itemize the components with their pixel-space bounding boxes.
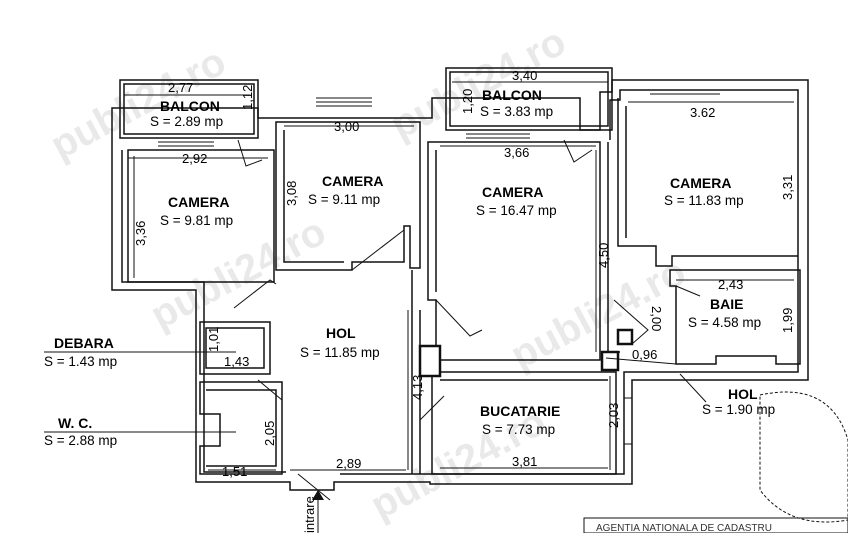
dim-4-50: 4,50: [596, 243, 611, 268]
bucatarie-walls: [431, 371, 617, 475]
dim-1-43: 1,43: [224, 354, 249, 369]
wc-walls: [199, 381, 283, 475]
arrow-up-icon: [312, 490, 324, 500]
dim-2-05: 2,05: [262, 421, 277, 446]
baie-area: S = 4.58 mp: [688, 315, 761, 330]
entrance-label: intrare: [302, 496, 317, 533]
camera-2-area: S = 9.11 mp: [308, 192, 380, 207]
dim-2-03: 2,03: [606, 403, 621, 428]
debara-walls: [199, 321, 271, 375]
balcony-left-inner: [123, 83, 255, 135]
debara-name: DEBARA: [54, 335, 114, 351]
wc-inner: [206, 389, 277, 467]
dim-2-43: 2,43: [718, 277, 743, 292]
debara-inner: [205, 327, 265, 369]
column-2: [600, 350, 620, 372]
cadastre-stamp: AGENTIA NATIONALA DE CADASTRU: [583, 391, 848, 533]
dim-2-89: 2,89: [336, 456, 361, 471]
bucatarie-name: BUCATARIE: [480, 403, 560, 419]
dim-1-20: 1,20: [460, 89, 475, 114]
hol-small-area: S = 1.90 mp: [702, 402, 775, 417]
outer-wall-outline: [111, 79, 809, 491]
dim-3-08: 3,08: [284, 181, 299, 206]
dim-4-13: 4,13: [410, 375, 425, 400]
hol-small-name: HOL: [728, 386, 758, 402]
hol-main-name: HOL: [326, 325, 356, 341]
camera-1-name: CAMERA: [168, 194, 229, 210]
doors: [233, 139, 701, 501]
entrance-arrow: intrare: [302, 490, 324, 533]
baie-name: BAIE: [710, 296, 743, 312]
camera-3-area: S = 16.47 mp: [476, 203, 557, 218]
debara-area: S = 1.43 mp: [44, 354, 117, 369]
stamp-text: AGENTIA NATIONALA DE CADASTRU: [596, 523, 772, 533]
watermark-text: publi24.ro: [384, 19, 573, 148]
dimension-labels: 2,77 1,12 2,92 3,36 3,00 3,08 3,40 1,20 …: [133, 68, 795, 479]
dim-3-31: 3,31: [780, 175, 795, 200]
dim-1-01: 1,01: [206, 327, 221, 352]
balcon-right-area: S = 3.83 mp: [480, 104, 553, 119]
wc-area: S = 2.88 mp: [44, 433, 117, 448]
dim-3-36: 3,36: [133, 221, 148, 246]
balcon-right-name: BALCON: [482, 87, 542, 103]
camera-1-walls: [127, 149, 275, 283]
camera-1-area: S = 9.81 mp: [160, 213, 233, 228]
leader-lines: [44, 351, 707, 433]
balcon-left-name: BALCON: [160, 98, 220, 114]
camera-2-inner: [283, 130, 344, 263]
dim-1-12: 1,12: [240, 85, 255, 110]
hol-main-area: S = 11.85 mp: [300, 345, 380, 360]
camera-4-area: S = 11.83 mp: [664, 193, 744, 208]
dimension-lines: [124, 81, 794, 471]
dim-3-66: 3,66: [504, 145, 529, 160]
column: [418, 344, 442, 378]
dim-3-62: 3.62: [690, 105, 715, 120]
balcon-left-area: S = 2.89 mp: [150, 114, 223, 129]
baie-walls: [669, 269, 801, 365]
dim-2-00: 2,00: [649, 306, 664, 331]
watermark-text: publi24.ro: [144, 209, 333, 338]
dim-2-92: 2,92: [182, 151, 207, 166]
camera-2-name: CAMERA: [322, 173, 383, 189]
column-3: [616, 328, 634, 346]
dim-0-96: 0,96: [632, 347, 657, 362]
windows: [158, 89, 720, 445]
dim-1-99: 1,99: [780, 308, 795, 333]
balcony-right-inner: [449, 71, 609, 127]
bucatarie-area: S = 7.73 mp: [482, 422, 555, 437]
room-labels: BALCON S = 2.89 mp CAMERA S = 9.81 mp CA…: [44, 87, 775, 448]
dim-3-40: 3,40: [512, 68, 537, 83]
dim-2-77: 2,77: [168, 80, 193, 95]
wc-name: W. C.: [58, 415, 92, 431]
walls: [111, 67, 809, 491]
dim-3-00: 3,00: [334, 119, 359, 134]
dim-3-81: 3,81: [512, 454, 537, 469]
camera-4-walls: [617, 98, 798, 267]
camera-3-name: CAMERA: [482, 184, 543, 200]
camera-2-walls: [275, 121, 421, 271]
dim-1-51: 1,51: [222, 464, 247, 479]
outer-wall-inner-right: [340, 89, 799, 475]
camera-4-name: CAMERA: [670, 175, 731, 191]
